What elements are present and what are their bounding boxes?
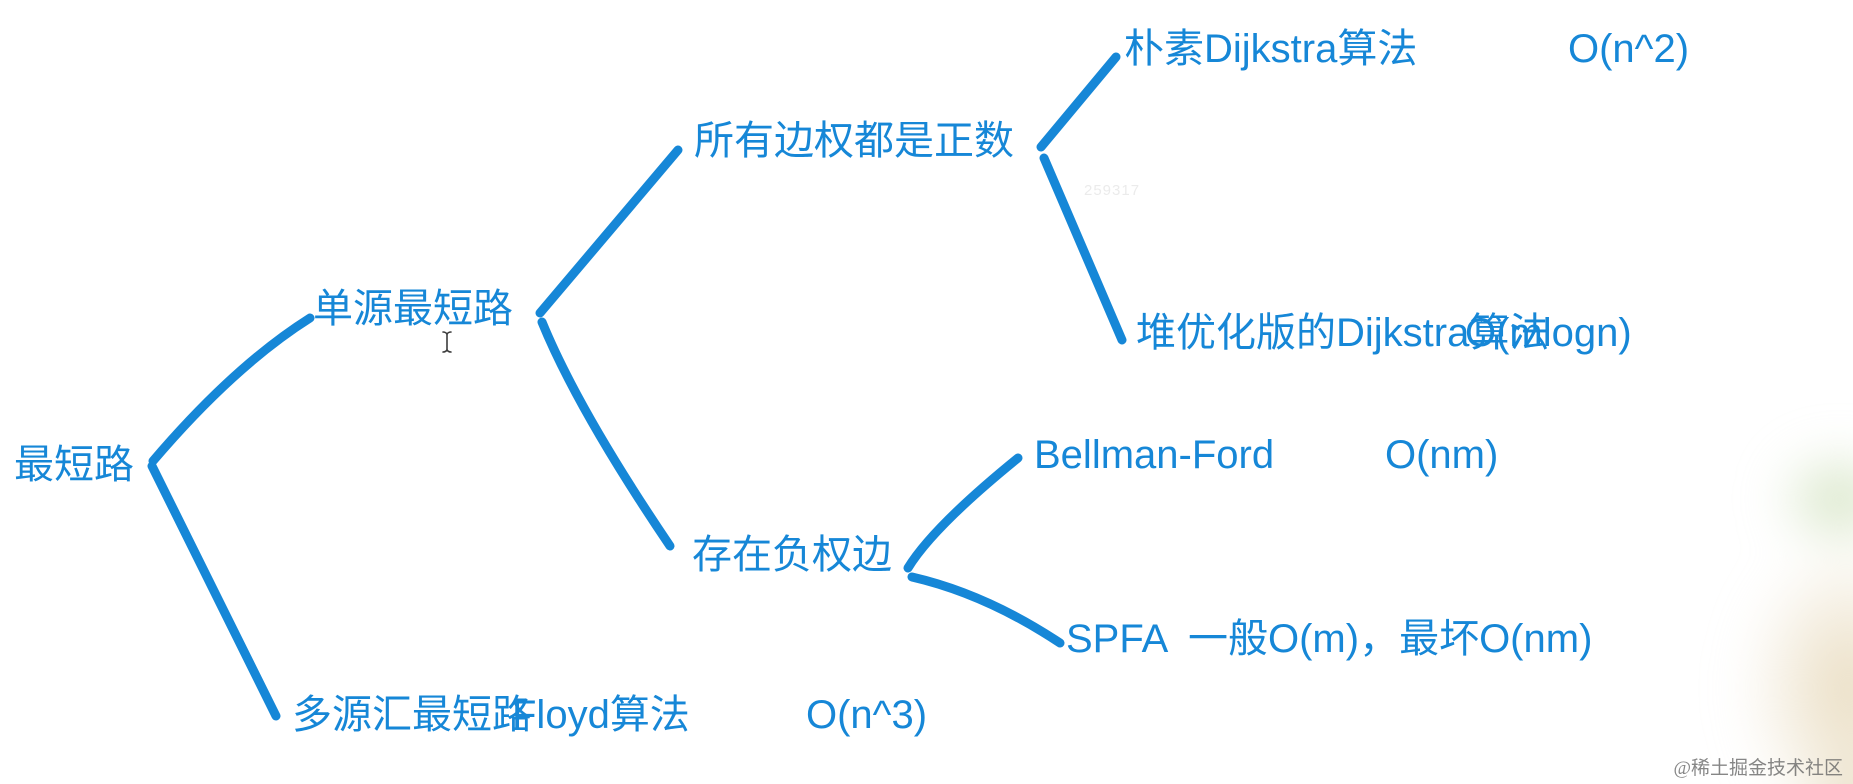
text-cursor-icon: [442, 331, 452, 353]
blurred-photo: [1688, 430, 1853, 784]
node-multi-source-complexity: O(n^3): [806, 693, 928, 737]
node-multi-source-label: 多源汇最短路: [292, 693, 532, 737]
node-spfa-label: SPFA: [1066, 617, 1169, 661]
node-naive-dijkstra-complexity: O(n^2): [1568, 27, 1690, 71]
branch-line-negative-to-bellman-ford: [903, 453, 1023, 573]
branch-line-root-to-single-source: [148, 313, 315, 466]
node-positive-weights-label: 所有边权都是正数: [694, 119, 1014, 163]
branch-line-negative-to-spfa: [907, 572, 1065, 648]
node-naive-dijkstra-label: 朴素Dijkstra算法: [1124, 27, 1418, 71]
branch-line-single-to-positive: [535, 145, 683, 318]
node-negative-weights-label: 存在负权边: [692, 533, 892, 577]
juejin-watermark: @稀土掘金技术社区: [1673, 758, 1844, 779]
node-heap-dijkstra-complexity: O(mlogn): [1465, 311, 1632, 355]
node-bellman-ford-label: Bellman-Ford: [1034, 433, 1275, 477]
node-multi-source-algorithm: Floyd算法: [512, 693, 690, 737]
branch-line-single-to-negative: [537, 317, 675, 551]
node-heap-dijkstra-label: 堆优化版的Dijkstra算法: [1136, 311, 1550, 355]
node-spfa-complexity: 一般O(m)，最坏O(nm): [1188, 617, 1593, 661]
node-root-label: 最短路: [14, 443, 134, 487]
faint-watermark: 259317: [1084, 182, 1141, 199]
branch-line-root-to-multi-source: [147, 461, 281, 721]
node-single-source-label: 单源最短路: [313, 287, 513, 331]
branch-line-positive-to-naive-dijkstra: [1036, 52, 1121, 152]
node-bellman-ford-complexity: O(nm): [1385, 433, 1499, 477]
